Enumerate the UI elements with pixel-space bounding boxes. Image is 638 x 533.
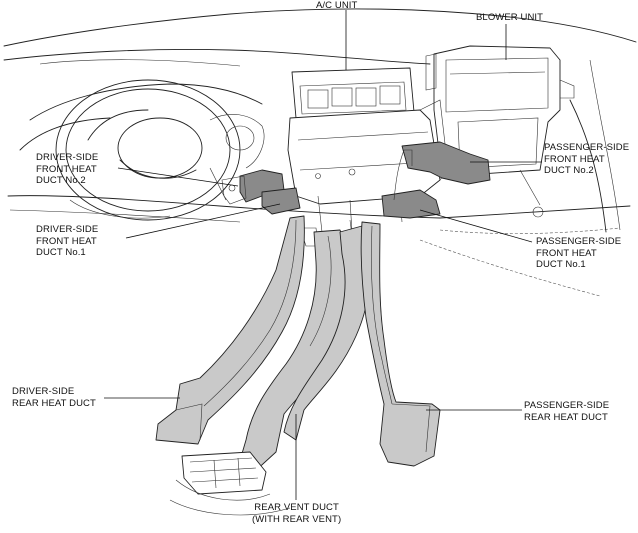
label-line: DRIVER-SIDE: [12, 386, 75, 397]
label-line: PASSENGER-SIDE: [544, 142, 630, 153]
label-passenger-front-heat-duct-no1: PASSENGER-SIDE FRONT HEAT DUCT No.1: [536, 236, 621, 271]
label-passenger-front-heat-duct-no2: PASSENGER-SIDE FRONT HEAT DUCT No.2: [544, 142, 629, 177]
ac-unit: [287, 67, 449, 247]
rear-vent-duct: [169, 225, 371, 516]
passenger-rear-heat-duct: [360, 221, 441, 467]
label-line: (WITH REAR VENT): [252, 513, 342, 525]
label-line: FRONT HEAT: [536, 247, 597, 259]
blower-unit: [425, 45, 575, 218]
label-line: FRONT HEAT: [36, 163, 97, 175]
label-line: FRONT HEAT: [36, 235, 97, 247]
label-blower-unit: BLOWER UNIT: [476, 12, 543, 24]
label-line: REAR HEAT DUCT: [524, 411, 608, 423]
label-passenger-rear-heat-duct: PASSENGER-SIDE REAR HEAT DUCT: [524, 400, 609, 423]
label-line: REAR HEAT DUCT: [12, 397, 96, 409]
label-ac-unit-text: A/C UNIT: [316, 0, 358, 11]
passenger-front-heat-duct-no2: [401, 141, 491, 185]
passenger-front-heat-duct-no1: [381, 189, 441, 219]
label-line: DUCT No.2: [544, 165, 594, 176]
label-line: DRIVER-SIDE: [36, 152, 99, 163]
driver-front-heat-duct-no1: [261, 187, 301, 215]
label-line: PASSENGER-SIDE: [524, 400, 610, 411]
label-driver-rear-heat-duct: DRIVER-SIDE REAR HEAT DUCT: [12, 386, 96, 409]
label-line: DUCT No.1: [36, 247, 86, 258]
label-line: PASSENGER-SIDE: [536, 236, 622, 247]
steering-wheel: [55, 79, 265, 221]
front-heat-ducts: [221, 141, 491, 219]
label-blower-unit-text: BLOWER UNIT: [476, 12, 544, 23]
label-line: REAR VENT DUCT: [254, 502, 339, 513]
driver-rear-heat-duct: [155, 215, 305, 445]
label-line: DRIVER-SIDE: [36, 224, 99, 235]
label-driver-front-heat-duct-no1: DRIVER-SIDE FRONT HEAT DUCT No.1: [36, 224, 98, 259]
label-line: DUCT No.2: [36, 175, 86, 186]
rear-vent-grille: [181, 451, 267, 495]
label-rear-vent-duct: REAR VENT DUCT (WITH REAR VENT): [252, 502, 341, 525]
dashboard-outline: [3, 8, 637, 297]
label-line: DUCT No.1: [536, 259, 586, 270]
label-ac-unit: A/C UNIT: [316, 0, 357, 12]
leader-lines: [104, 10, 542, 500]
label-line: FRONT HEAT: [544, 153, 605, 165]
label-driver-front-heat-duct-no2: DRIVER-SIDE FRONT HEAT DUCT No.2: [36, 152, 98, 187]
